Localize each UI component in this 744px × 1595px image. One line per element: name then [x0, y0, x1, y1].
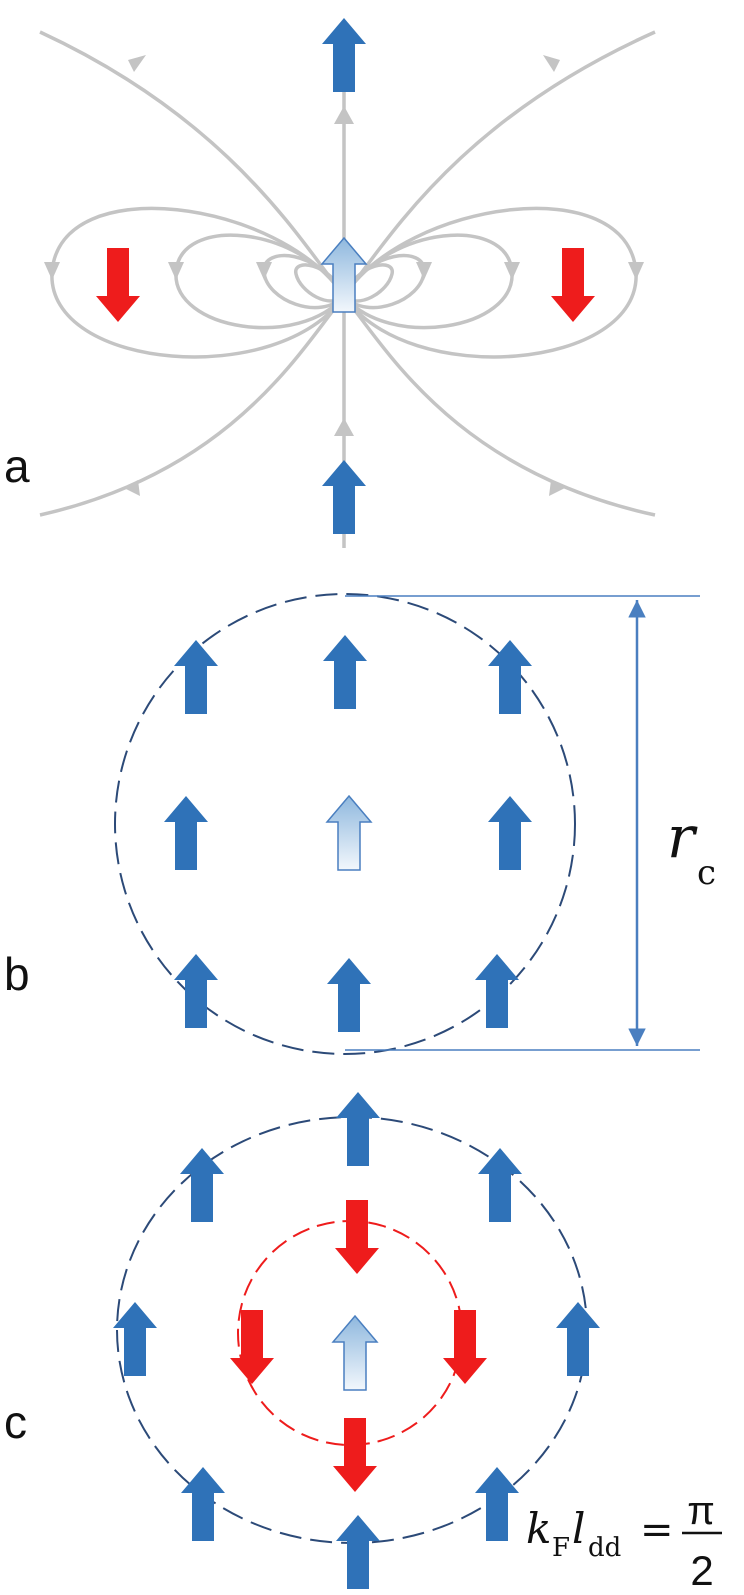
spin-up-arrow-icon [336, 1092, 380, 1166]
field-direction-markers [44, 55, 644, 496]
central-spin-arrow-icon [331, 1314, 379, 1391]
spin-up-arrow-icon [478, 1148, 522, 1222]
panel-label-b: b [4, 948, 30, 1000]
central-spin-arrow-icon [320, 236, 368, 313]
spin-arrows [96, 18, 600, 1589]
equation-l-subscript: dd [588, 1533, 621, 1563]
equation-kf-ldd: k F l dd = π 2 [526, 1489, 722, 1594]
equation-equals: = [640, 1507, 674, 1553]
field-arrow-left-mid-icon [168, 262, 184, 280]
spin-up-arrow-icon [164, 796, 208, 870]
spin-down-arrow-icon [335, 1200, 379, 1274]
field-arrow-right-mid-icon [504, 262, 520, 280]
field-arrow-left-big-icon [44, 262, 60, 280]
spin-up-arrow-icon [556, 1302, 600, 1376]
spin-up-arrow-icon [322, 18, 366, 92]
field-arrow-outer-br-icon [549, 480, 565, 496]
field-arrow-outer-bl-icon [124, 480, 140, 496]
field-arrow-axis-bottom-icon [334, 418, 354, 436]
field-arrow-right-big-icon [628, 262, 644, 280]
spin-up-arrow-icon [174, 640, 218, 714]
spin-up-arrow-icon [475, 954, 519, 1028]
equation-denominator: 2 [690, 1547, 713, 1594]
equation-numerator: π [687, 1489, 715, 1533]
equation-k-subscript: F [552, 1533, 570, 1563]
field-loop-left-tiny [294, 263, 346, 303]
field-line-outer-br [342, 294, 656, 517]
cutoff-radius-symbol: r [667, 803, 698, 871]
spin-up-arrow-icon [336, 1515, 380, 1589]
panel-a-dipole-field [39, 28, 656, 548]
field-arrow-right-small-icon [416, 262, 432, 280]
field-arrow-outer-tr-icon [543, 55, 560, 72]
spin-down-arrow-icon [551, 248, 595, 322]
spin-down-arrow-icon [230, 1310, 274, 1384]
spin-up-arrow-icon [174, 954, 218, 1028]
spin-up-arrow-icon [323, 635, 367, 709]
field-line-outer-bl [39, 294, 346, 517]
spin-up-arrow-icon [322, 460, 366, 534]
spin-up-arrow-icon [488, 640, 532, 714]
field-loop-left-mid [174, 233, 346, 330]
field-loop-right-tiny [342, 263, 394, 303]
field-arrow-left-small-icon [256, 262, 272, 280]
panel-label-c: c [4, 1396, 27, 1448]
field-arrow-outer-tl-icon [128, 55, 146, 72]
spin-up-arrow-icon [113, 1302, 157, 1376]
cutoff-circle-dashed [114, 593, 576, 1055]
spin-up-arrow-icon [475, 1467, 519, 1541]
spin-up-arrow-icon [488, 796, 532, 870]
equation-l: l [572, 1504, 585, 1553]
spin-up-arrow-icon [180, 1148, 224, 1222]
spin-up-arrow-icon [327, 958, 371, 1032]
central-spin-arrow-icon [325, 794, 373, 871]
spin-down-arrow-icon [333, 1418, 377, 1492]
spin-up-arrow-icon [181, 1467, 225, 1541]
spin-down-arrow-icon [96, 248, 140, 322]
equation-k: k [526, 1504, 551, 1553]
field-arrow-axis-top-icon [334, 106, 354, 124]
spin-down-arrow-icon [443, 1310, 487, 1384]
field-loop-right-mid [342, 233, 514, 330]
panel-b-cutoff-circle: r c [114, 593, 716, 1055]
cutoff-radius-subscript: c [697, 853, 716, 893]
panel-label-a: a [4, 440, 30, 492]
